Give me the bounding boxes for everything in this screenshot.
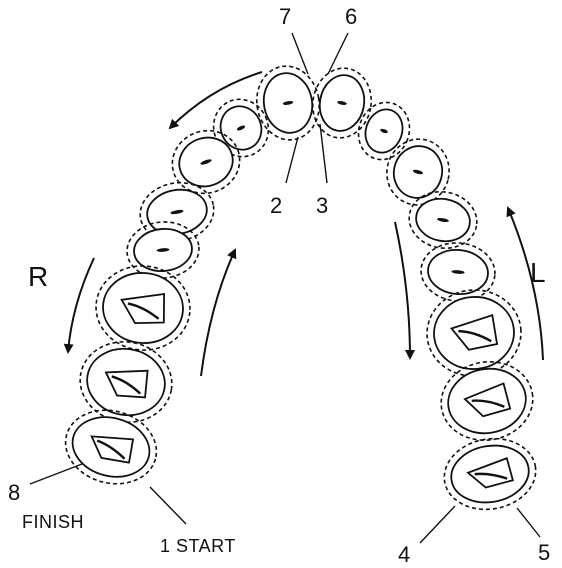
arrow-right-side-down [68, 258, 94, 352]
label-finish: FINISH [22, 512, 84, 532]
label-4: 4 [398, 542, 410, 567]
arrow-left-side-down [395, 222, 410, 358]
leader-8 [30, 464, 82, 484]
leader-4 [420, 506, 455, 543]
label-5: 5 [538, 540, 550, 565]
tooth [435, 355, 539, 448]
leader-7 [292, 33, 308, 74]
label-7: 7 [279, 4, 291, 29]
tooth [419, 240, 498, 304]
label-3: 3 [316, 193, 328, 218]
label-6: 6 [345, 4, 357, 29]
label-side-r: R [28, 261, 48, 292]
label-2: 2 [270, 193, 282, 218]
leader-5 [517, 508, 540, 537]
leader-2 [286, 137, 298, 183]
label-1-start: 1 START [160, 536, 236, 556]
teeth-group [57, 61, 541, 516]
tooth [74, 335, 178, 430]
tooth [93, 262, 194, 354]
leader-3 [320, 124, 327, 183]
tooth [439, 432, 542, 517]
arrow-right-side-up [201, 250, 235, 376]
leader-1 [150, 487, 186, 524]
label-side-l: L [530, 257, 546, 288]
tooth [57, 400, 165, 493]
label-8: 8 [8, 480, 20, 505]
tooth [423, 286, 524, 380]
